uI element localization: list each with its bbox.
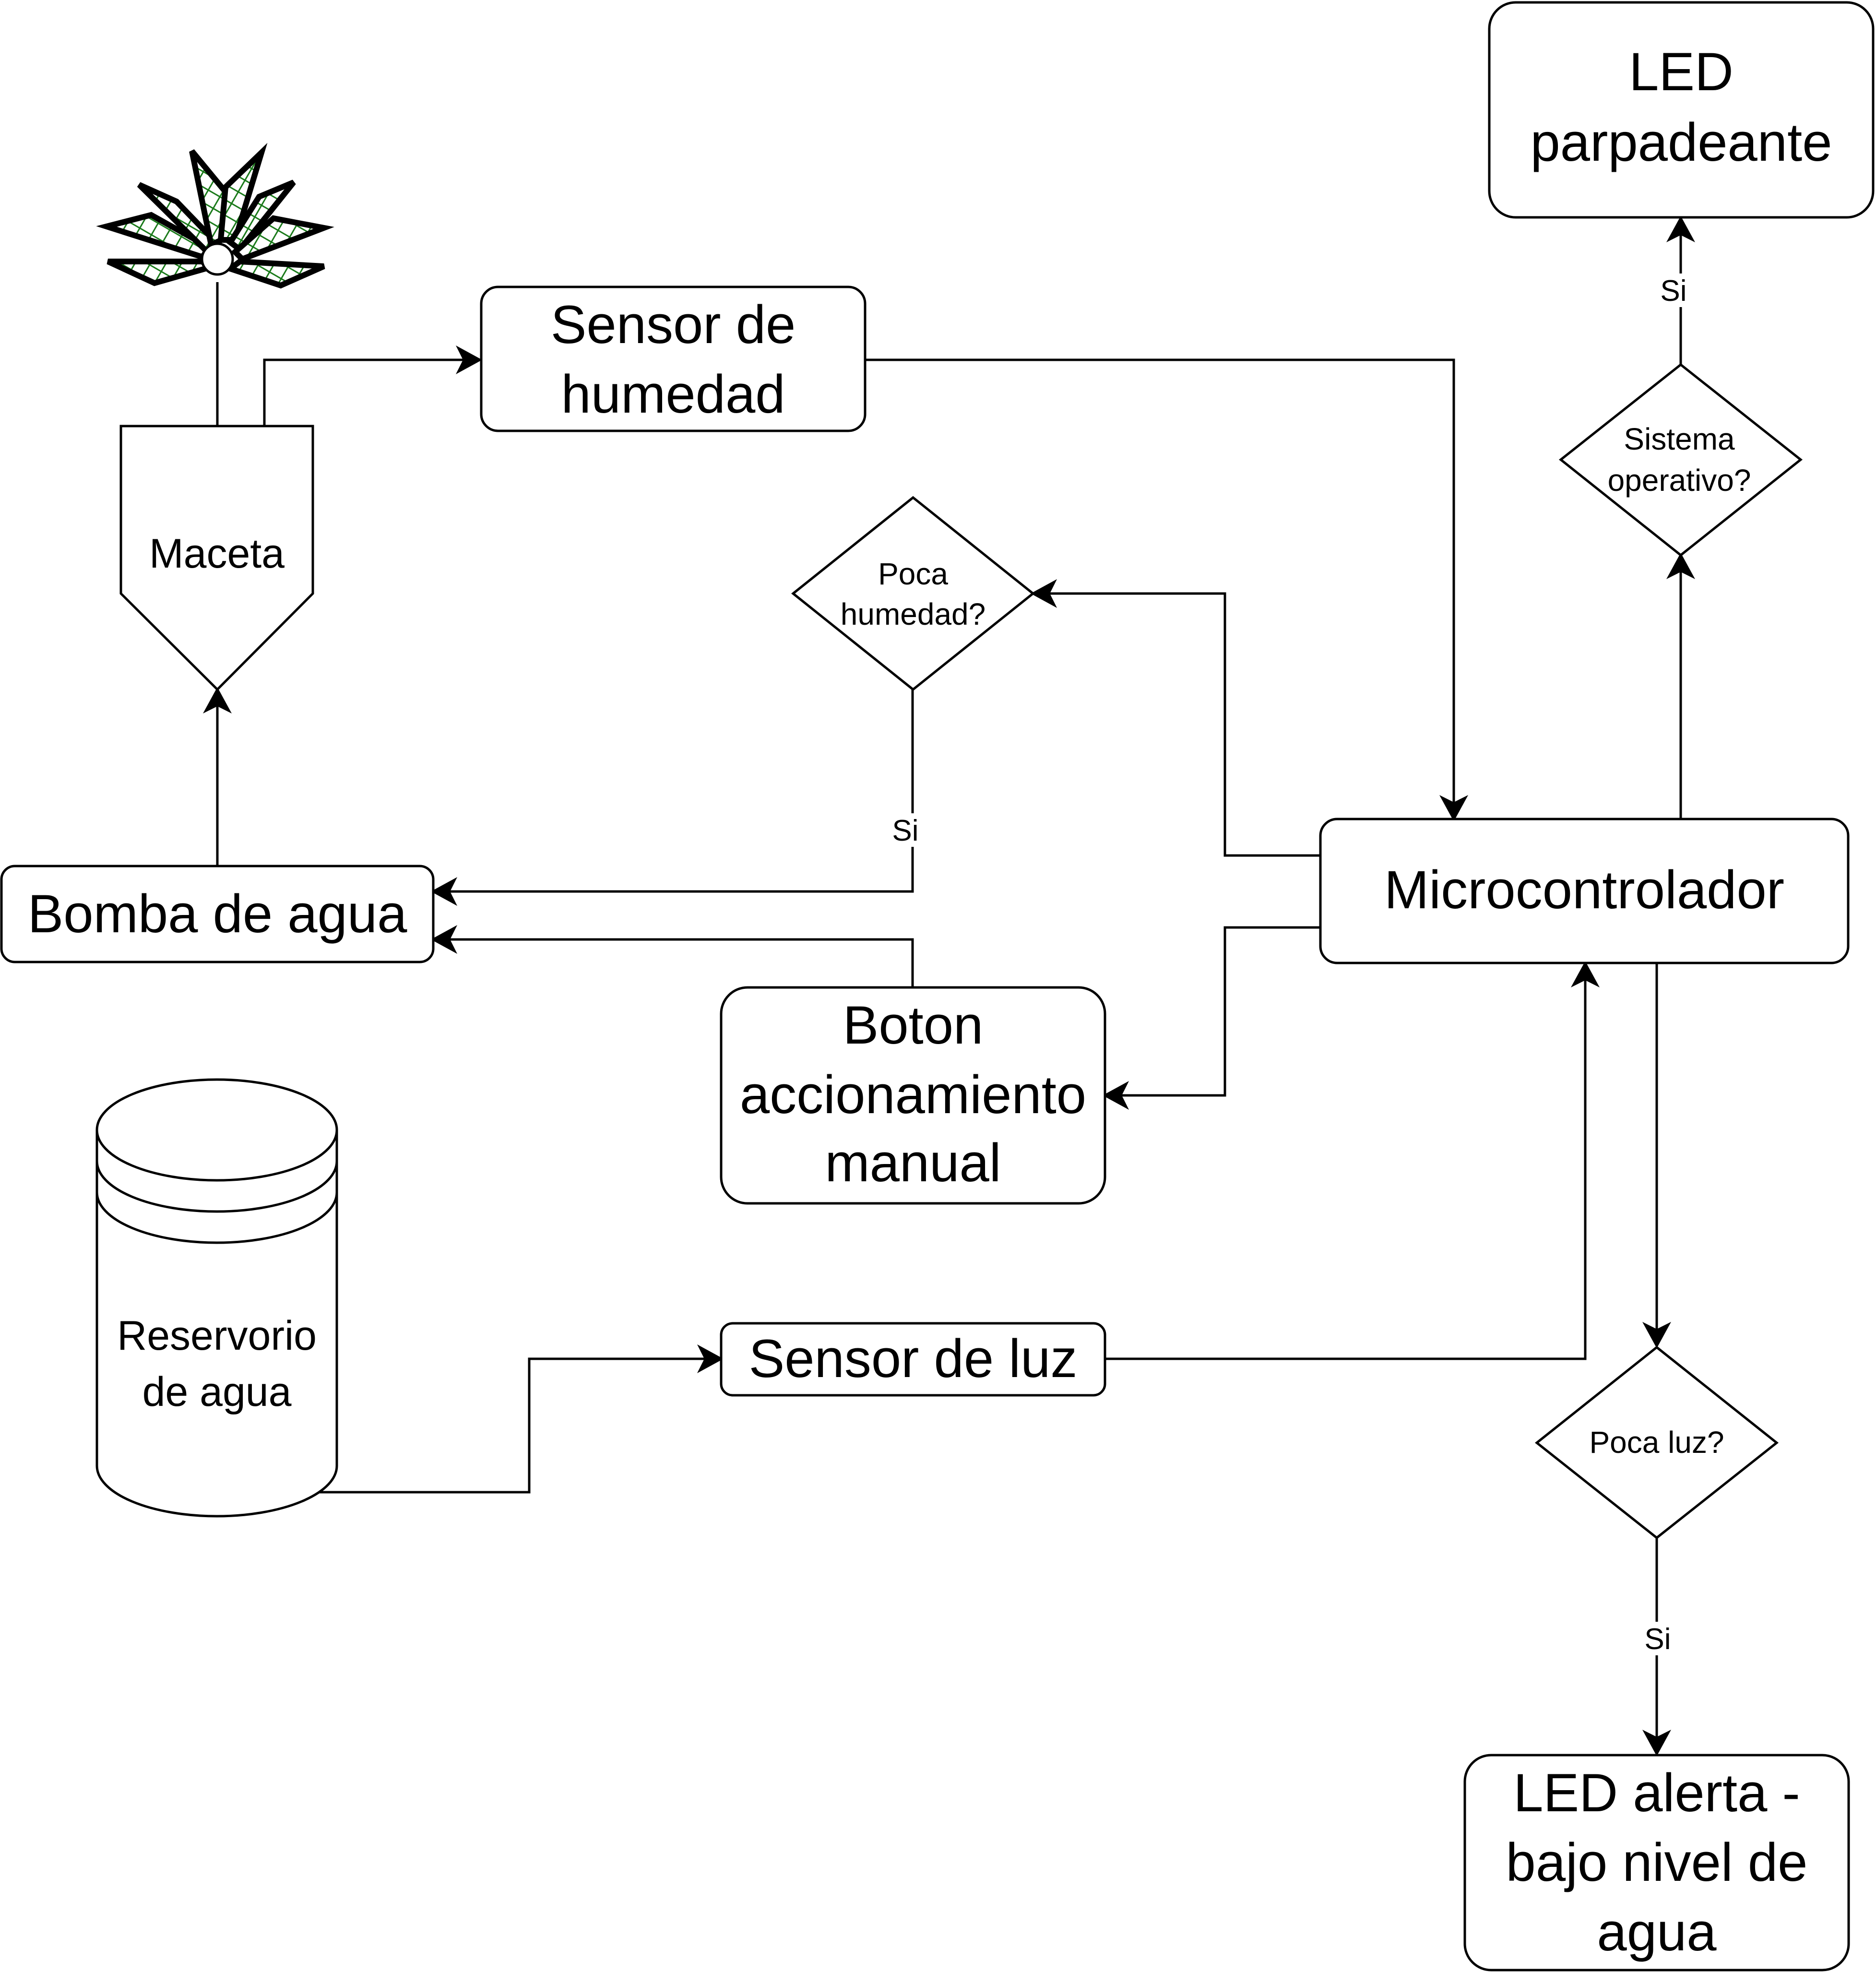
node-low-humidity: Poca humedad?: [791, 496, 1035, 691]
low-light-label: Poca luz?: [1589, 1425, 1724, 1460]
reservoir-line-2: de agua: [142, 1369, 292, 1415]
led-alert-line-1: LED alerta -: [1513, 1763, 1800, 1823]
node-microcontroller: Microcontrolador: [1319, 818, 1850, 964]
node-reservoir: Reservorio de agua: [95, 1078, 338, 1518]
light-sensor-label: Sensor de luz: [749, 1329, 1078, 1389]
microcontroller-label: Microcontrolador: [1384, 860, 1784, 920]
edge-reservoir-light-sensor: [312, 1344, 724, 1494]
led-blink-line-2: parpadeante: [1530, 112, 1832, 172]
humidity-sensor-line-2: humedad: [561, 364, 785, 424]
low-humidity-line-2: humedad?: [841, 597, 985, 631]
edge-microcontroller-low-humidity: [1031, 579, 1320, 857]
edge-microcontroller-button: [1103, 926, 1320, 1110]
manual-button-line-2: accionamiento: [740, 1065, 1086, 1125]
manual-button-line-3: manual: [825, 1133, 1001, 1193]
system-ok-line-1: Sistema: [1624, 422, 1735, 456]
reservoir-line-1: Reservorio: [117, 1313, 317, 1359]
low-humidity-line-1: Poca: [878, 557, 948, 591]
edge-light-sensor-microcontroller: [1105, 961, 1600, 1360]
node-pump: Bomba de agua: [0, 865, 435, 963]
edge-low-humidity-pump: [431, 689, 914, 906]
node-led-alert: LED alerta - bajo nivel de agua: [1463, 1754, 1850, 1972]
edge-labels: Si Si Si: [889, 273, 1692, 1656]
label-system-yes: Si: [1660, 274, 1686, 308]
node-system-ok: Sistema operativo?: [1558, 363, 1803, 557]
led-blink-line-1: LED: [1629, 42, 1734, 102]
pot-label: Maceta: [149, 531, 285, 577]
edge-humidity-sensor-microcontroller: [865, 358, 1468, 821]
node-manual-button: Boton accionamiento manual: [720, 986, 1106, 1205]
pump-label: Bomba de agua: [28, 884, 408, 944]
node-light-sensor: Sensor de luz: [720, 1322, 1106, 1397]
led-alert-line-2: bajo nivel de: [1506, 1832, 1808, 1892]
node-pot: Maceta: [119, 425, 314, 691]
plant-icon: [96, 143, 334, 289]
system-ok-line-2: operativo?: [1608, 463, 1751, 498]
edge-pot-humidity-sensor: [263, 345, 482, 426]
manual-button-line-1: Boton: [843, 995, 984, 1055]
led-alert-line-3: agua: [1597, 1902, 1717, 1962]
edges: [203, 216, 1695, 1756]
node-led-blink: LED parpadeante: [1488, 1, 1875, 219]
node-low-light: Poca luz?: [1534, 1345, 1779, 1540]
humidity-sensor-line-1: Sensor de: [551, 295, 796, 355]
label-humidity-yes: Si: [892, 814, 918, 847]
edge-button-pump: [431, 925, 914, 987]
node-humidity-sensor: Sensor de humedad: [480, 285, 867, 432]
label-light-yes: Si: [1644, 1623, 1671, 1656]
